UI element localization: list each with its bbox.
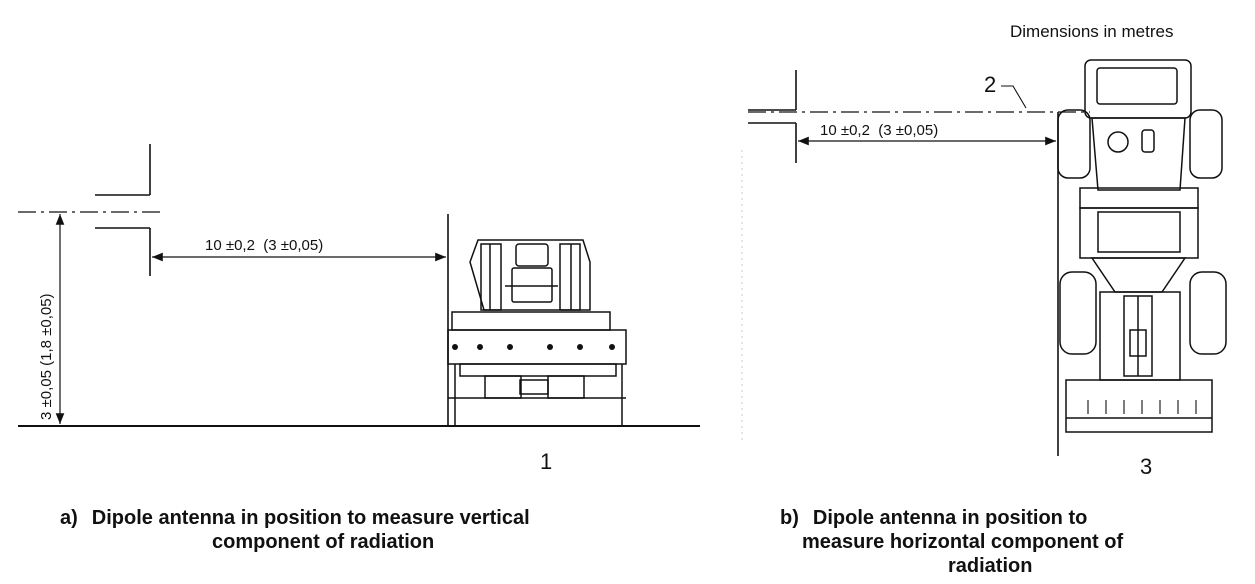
key-label-2: 2: [984, 72, 996, 97]
caption-b-line2: measure horizontal component of: [802, 531, 1124, 553]
dimensions-note: Dimensions in metres: [1010, 22, 1173, 41]
dipole-antenna-horizontal: [748, 70, 797, 163]
machine-top-view: [1057, 59, 1227, 433]
caption-b-line1: Dipole antenna in position to: [812, 507, 1088, 529]
horizontal-dimension-label-a: 10 ±0,2 (3 ±0,05): [205, 237, 323, 254]
view-b-drawing: [748, 59, 1227, 456]
caption-b: b) Dipole antenna in position to measure …: [780, 506, 1220, 578]
caption-a-label: a): [60, 507, 78, 529]
machine-rear-view: [447, 239, 627, 426]
dipole-antenna-vertical: [95, 144, 151, 276]
leader-key-2: [1001, 85, 1027, 109]
caption-a-line1: Dipole antenna in position to measure ve…: [91, 507, 530, 529]
horizontal-dimension-label-b: 10 ±0,2 (3 ±0,05): [820, 122, 938, 139]
key-label-3: 3: [1140, 454, 1152, 479]
caption-b-line3: radiation: [948, 555, 1033, 577]
view-a-drawing: [18, 144, 700, 427]
vertical-dimension-label: 3 ±0,05 (1,8 ±0,05): [38, 293, 55, 420]
caption-a-line2: component of radiation: [212, 531, 435, 553]
caption-a: a) Dipole antenna in position to measure …: [60, 506, 680, 554]
key-label-1: 1: [540, 449, 552, 474]
caption-b-label: b): [780, 507, 799, 529]
